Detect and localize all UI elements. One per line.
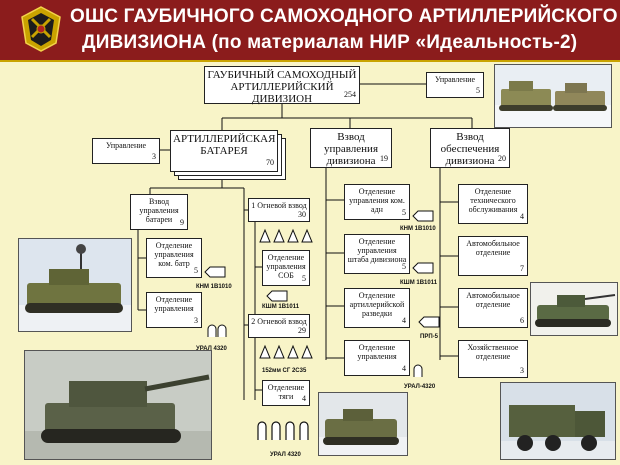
battery-box: АРТИЛЛЕРИЙСКАЯ БАТАРЕЯ 70 xyxy=(170,130,278,172)
kshm-staff-label: КШМ 1В1011 xyxy=(400,280,438,286)
bat-ctrl-platoon-box: Взвод управления батареи 9 xyxy=(130,194,188,230)
photo-tracked-vehicles xyxy=(494,64,612,128)
ural-3-label: УРАЛ-4320 xyxy=(404,384,436,390)
auto-section-2-box: Автомобильное отделение 6 xyxy=(458,288,528,328)
sg-label: 152мм СГ 2С35 xyxy=(262,368,307,374)
header-title-line2: ДИВИЗИОНА (по материалам НИР «Идеальност… xyxy=(82,32,578,53)
root-mgmt-box: Управление 5 xyxy=(426,72,484,98)
vehicle-symbol-kshm-staff xyxy=(412,262,434,274)
truck-symbols xyxy=(257,421,309,440)
fire-platoon-2-box: 2 Огневой взвод 29 xyxy=(248,314,310,338)
recon-section-box: Отделение артиллерийской разведки 4 xyxy=(344,288,410,328)
emblem-icon xyxy=(21,6,61,52)
mgmt-section-box: Отделение управления 4 xyxy=(344,340,410,376)
knm-bat-label: КНМ 1В1010 xyxy=(196,284,232,290)
fire-platoon-1-box: 1 Огневой взвод 30 xyxy=(248,198,310,222)
prp-label: ПРП-5 xyxy=(420,334,438,340)
ural-2-label: УРАЛ 4320 xyxy=(270,452,301,458)
knm-div-label: КНМ 1В1010 xyxy=(400,226,436,232)
battery-mgmt-box: Управление 3 xyxy=(92,138,160,164)
vehicle-symbol-bat xyxy=(204,266,226,278)
ural-1-label: УРАЛ 4320 xyxy=(196,346,227,352)
vehicle-symbol-prp xyxy=(418,316,440,328)
howitzer-symbols-1 xyxy=(259,228,313,243)
root-division-box: ГАУБИЧНЫЙ САМОХОДНЫЙ АРТИЛЛЕРИЙСКИЙ ДИВИ… xyxy=(204,66,360,105)
photo-recon-vehicle xyxy=(318,392,408,456)
auto-section-1-box: Автомобильное отделение 7 xyxy=(458,236,528,276)
vehicle-symbol-sob xyxy=(266,290,288,302)
vehicle-symbol-knm-div xyxy=(412,210,434,222)
tow-section-box: Отделение тяги 4 xyxy=(262,380,310,406)
photo-bmp-vehicle xyxy=(530,282,618,336)
div-cmd-section-box: Отделение управления ком. адн 5 xyxy=(344,184,410,220)
vehicle-symbol-ural1 xyxy=(207,324,227,337)
bat-mgmt-section-box: Отделение управления 3 xyxy=(146,292,202,328)
howitzer-symbols-2 xyxy=(259,344,313,359)
sob-section-box: Отделение управления СОБ 5 xyxy=(262,250,310,286)
tech-section-box: Отделение технического обслуживания 4 xyxy=(458,184,528,224)
header-title-line1: ОШС ГАУБИЧНОГО САМОХОДНОГО АРТИЛЛЕРИЙСКО… xyxy=(70,6,618,27)
kshm-sob-label: КШМ 1В1011 xyxy=(262,304,300,310)
vehicle-symbol-ural3 xyxy=(413,364,423,377)
household-section-box: Хозяйственное отделение 3 xyxy=(458,340,528,378)
support-platoon-box: Взвод обеспечения дивизиона 20 xyxy=(430,128,510,168)
photo-command-vehicle xyxy=(18,238,132,332)
staff-section-box: Отделение управления штаба дивизиона 5 xyxy=(344,234,410,274)
ctrl-platoon-box: Взвод управления дивизиона 19 xyxy=(310,128,392,168)
photo-howitzer xyxy=(24,350,212,460)
header-banner: ОШС ГАУБИЧНОГО САМОХОДНОГО АРТИЛЛЕРИЙСКО… xyxy=(0,0,620,62)
bat-ctrl-section-box: Отделение управления ком. батр 5 xyxy=(146,238,202,278)
photo-ural-truck xyxy=(500,382,616,460)
